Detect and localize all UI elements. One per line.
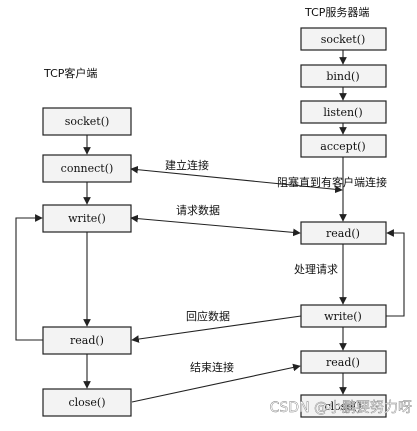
reply-data-arrow bbox=[131, 315, 302, 343]
server-socket-box: socket() bbox=[300, 27, 387, 51]
label-blocked: 阻塞直到有客户端连接 bbox=[277, 175, 387, 189]
server-bind-label: bind() bbox=[326, 70, 359, 83]
connect-establish-arrow bbox=[130, 165, 343, 194]
server-title: TCP服务器端 bbox=[304, 6, 369, 19]
server-close-label: close() bbox=[324, 400, 361, 413]
server-bind-box: bind() bbox=[300, 64, 387, 88]
client-read-box: read() bbox=[42, 326, 132, 355]
client-read-label: read() bbox=[70, 334, 104, 347]
server-accept-label: accept() bbox=[320, 140, 365, 153]
client-close-box: close() bbox=[42, 388, 132, 417]
client-socket-box: socket() bbox=[42, 107, 132, 136]
server-read-box: read() bbox=[300, 221, 387, 245]
server-socket-label: socket() bbox=[321, 33, 366, 46]
watermark: CSDN @小鹏要努力呀 bbox=[270, 400, 412, 416]
client-connect-label: connect() bbox=[61, 162, 114, 175]
client-write-box: write() bbox=[42, 204, 132, 233]
server-write-label: write() bbox=[324, 310, 362, 323]
client-title: TCP客户端 bbox=[43, 66, 97, 80]
server-write-box: write() bbox=[300, 304, 387, 328]
server-read2-box: read() bbox=[300, 350, 387, 374]
label-process: 处理请求 bbox=[294, 263, 338, 276]
client-connect-box: connect() bbox=[42, 154, 132, 183]
label-end: 结束连接 bbox=[190, 361, 234, 374]
server-read-label: read() bbox=[326, 227, 360, 240]
label-establish: 建立连接 bbox=[165, 158, 209, 172]
client-socket-label: socket() bbox=[65, 115, 110, 128]
server-read2-label: read() bbox=[326, 356, 360, 369]
server-close-box: close() bbox=[300, 394, 387, 418]
server-loop-arrow bbox=[386, 229, 405, 317]
client-write-label: write() bbox=[68, 212, 106, 225]
server-listen-box: listen() bbox=[300, 100, 387, 124]
client-loop-arrow bbox=[15, 214, 43, 341]
label-reply: 回应数据 bbox=[186, 309, 230, 323]
server-listen-label: listen() bbox=[323, 106, 362, 119]
request-data-arrow bbox=[130, 214, 301, 237]
server-accept-box: accept() bbox=[300, 134, 387, 158]
client-close-label: close() bbox=[68, 396, 105, 409]
end-connection-arrow bbox=[131, 363, 301, 403]
label-request: 请求数据 bbox=[176, 203, 220, 217]
